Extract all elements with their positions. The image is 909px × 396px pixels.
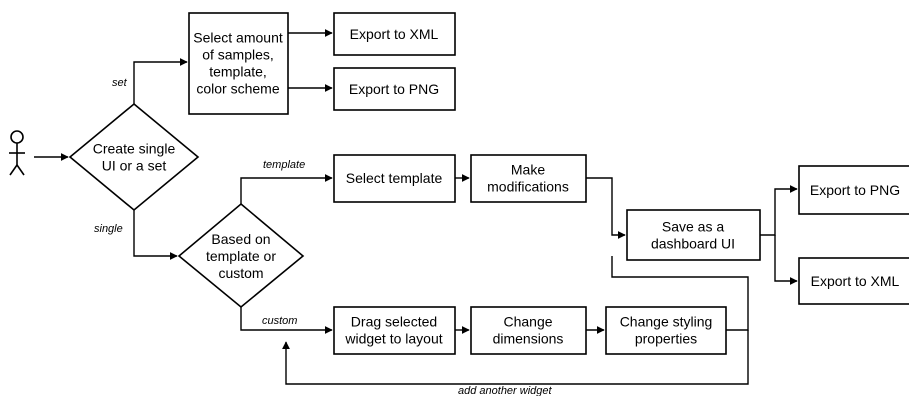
- edge-label-template: template: [263, 159, 305, 171]
- export-xml-box-2: [798, 257, 909, 305]
- node-label-change-dim-line-2: dimensions: [493, 331, 564, 347]
- select-template-box: [333, 154, 456, 203]
- edge-based-to-select-template: [240, 174, 333, 204]
- node-label-save-dash-line-2: dashboard UI: [651, 236, 735, 252]
- node-label-select-amount-line-4: color scheme: [196, 81, 279, 97]
- edge-modifications-to-save: [611, 256, 749, 331]
- node-label-create-line-2: UI or a set: [102, 158, 167, 174]
- node-label-select-amount-line-3: template,: [209, 64, 267, 80]
- edge-save-dash-to-export-png: [760, 185, 798, 236]
- change-styling-box: [605, 306, 727, 355]
- node-label-change-style-line-1: Change styling: [620, 314, 713, 330]
- edge-label-add-another-widget: add another widget: [458, 385, 553, 396]
- decision-based-shape: [177, 202, 305, 309]
- export-xml-box-1: [333, 12, 456, 56]
- node-label-based-line-1: Based on: [211, 231, 270, 247]
- node-label-change-style-line-2: properties: [635, 331, 697, 347]
- node-label-create-line-1: Create single: [93, 141, 176, 157]
- edges: [34, 29, 798, 385]
- save-dashboard-box: [626, 209, 761, 261]
- edge-label-set: set: [112, 77, 128, 89]
- edge-create-to-based: [133, 210, 178, 260]
- node-label-drag-widget-line-2: widget to layout: [344, 331, 442, 347]
- node-label-based-line-2: template or: [206, 248, 276, 264]
- drag-widget-box: [333, 306, 456, 355]
- edge-based-to-drag-widget: [240, 307, 333, 334]
- export-png-box-1: [333, 67, 456, 111]
- edge-label-single: single: [94, 223, 123, 235]
- edge-save-dash-to-export-xml: [774, 235, 798, 285]
- select-amount-box: [188, 12, 289, 115]
- node-label-change-dim-line-1: Change: [503, 314, 552, 330]
- edge-add-another-widget: [282, 330, 749, 385]
- edge-labels: set single template custom add another w…: [94, 77, 553, 396]
- decision-create-shape: [68, 102, 200, 212]
- node-label-make-mod-line-1: Make: [511, 162, 545, 178]
- node-label-export-xml-1-line-1: Export to XML: [350, 26, 439, 42]
- actor-icon: [9, 130, 25, 176]
- edge-make-mod-to-save-dash: [586, 177, 626, 239]
- node-label-export-png-1-line-1: Export to PNG: [349, 81, 439, 97]
- nodes: [68, 12, 909, 355]
- node-label-select-template-line-1: Select template: [346, 170, 443, 186]
- node-label-export-xml-2-line-1: Export to XML: [811, 273, 900, 289]
- export-png-box-2: [798, 165, 909, 215]
- change-dimensions-box: [470, 306, 587, 355]
- edge-label-custom: custom: [262, 315, 297, 327]
- node-label-select-amount-line-1: Select amount: [193, 30, 283, 46]
- node-label-make-mod-line-2: modifications: [487, 179, 569, 195]
- node-label-select-amount-line-2: of samples,: [202, 47, 274, 63]
- edge-create-to-select-amount: [133, 58, 188, 104]
- node-label-drag-widget-line-1: Drag selected: [351, 314, 437, 330]
- make-modifications-box: [470, 154, 587, 203]
- node-label-save-dash-line-1: Save as a: [662, 219, 724, 235]
- node-label-based-line-3: custom: [218, 265, 263, 281]
- node-label-export-png-2-line-1: Export to PNG: [810, 182, 900, 198]
